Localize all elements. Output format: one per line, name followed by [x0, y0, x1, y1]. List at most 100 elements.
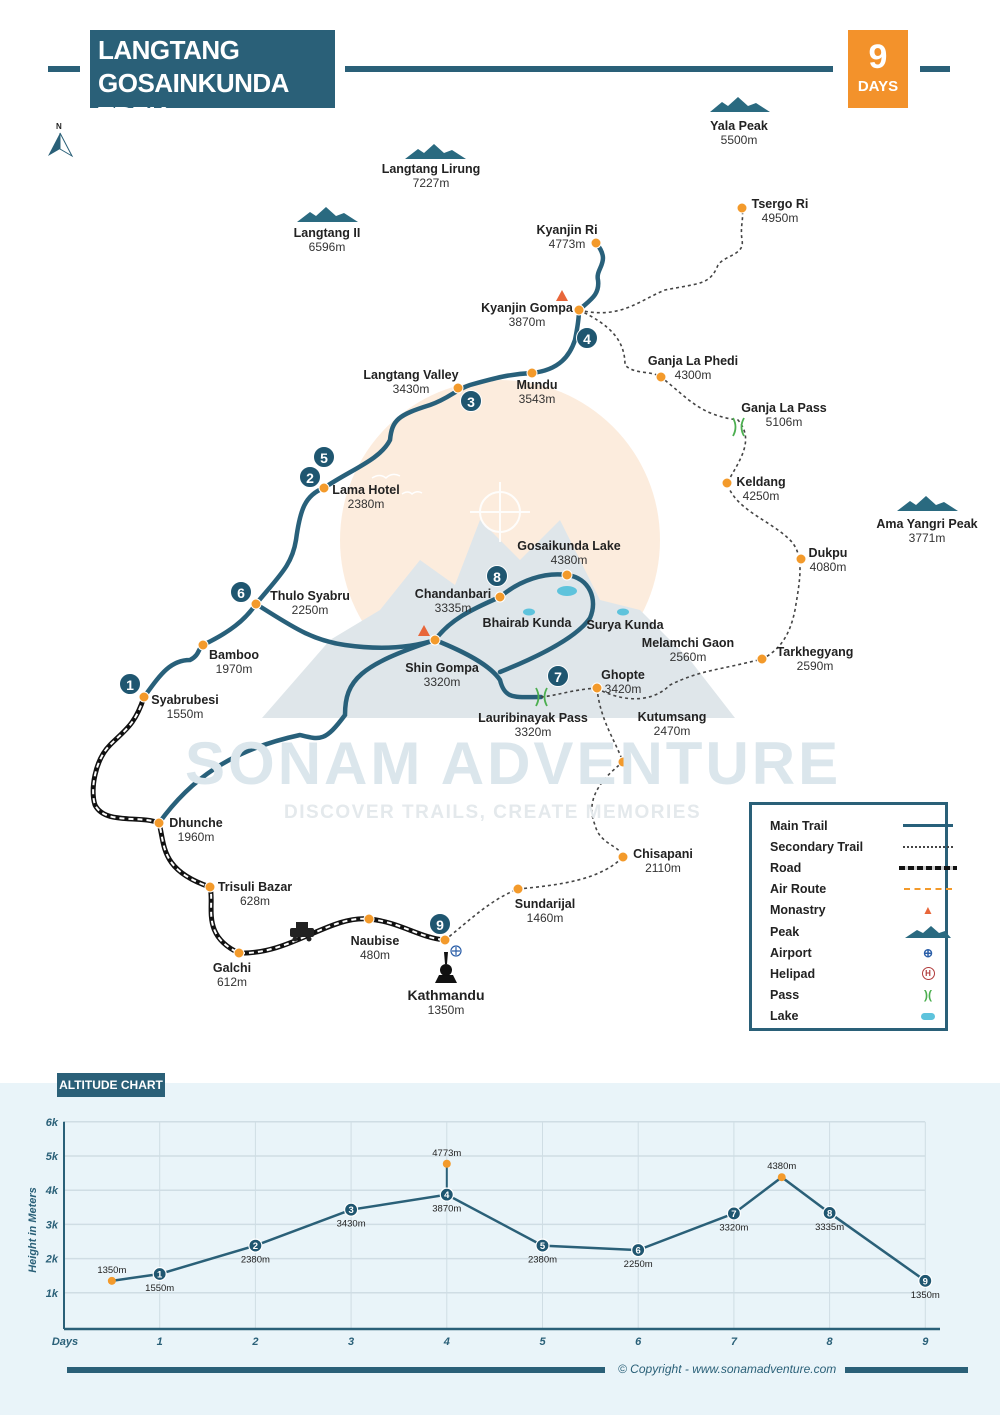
footer-rule-left — [67, 1367, 605, 1373]
peak-icon — [898, 925, 958, 939]
day-marker-label: 6 — [636, 1246, 641, 1257]
title-line-1: LANGTANG — [98, 35, 240, 65]
chart-title: ALTITUDE CHART — [57, 1073, 165, 1097]
day-badge: 3 — [460, 390, 482, 412]
page-title: LANGTANG GOSAINKUNDA TREK — [90, 30, 335, 131]
day-marker — [918, 1273, 933, 1288]
legend-road: Road — [770, 857, 957, 878]
data-label: 1350m — [911, 1290, 940, 1301]
day-marker-label: 4 — [444, 1190, 450, 1201]
day-marker-label: 5 — [540, 1241, 546, 1252]
north-label: N — [56, 122, 62, 131]
legend-monastery: Monastry▲ — [770, 900, 945, 921]
day-badge: 4 — [576, 327, 598, 349]
stupa-icon — [435, 952, 457, 983]
monastery-icon: ▲ — [922, 903, 934, 918]
days-number: 9 — [868, 38, 888, 76]
x-tick-label: 7 — [731, 1336, 738, 1348]
air-route-swatch — [904, 888, 952, 891]
x-tick-label: 3 — [348, 1336, 354, 1348]
header-rule-middle — [345, 66, 833, 72]
y-tick-label: 2k — [45, 1254, 59, 1266]
bird-icons — [371, 473, 423, 496]
mountain-silhouette — [262, 520, 735, 718]
day-marker-label: 1 — [157, 1269, 163, 1280]
legend-secondary-trail: Secondary Trail — [770, 836, 953, 857]
side-trip-point — [442, 1159, 451, 1168]
x-axis-label: Days — [52, 1336, 78, 1348]
legend-air-route: Air Route — [770, 879, 952, 900]
lake-label: Surya Kunda — [586, 618, 664, 632]
y-tick-label: 5k — [46, 1151, 59, 1163]
data-label: 3430m — [337, 1219, 366, 1230]
x-tick-label: 8 — [827, 1336, 834, 1348]
place-dots — [138, 202, 807, 959]
day-marker — [344, 1202, 359, 1217]
altitude-line — [111, 1175, 927, 1283]
watermark-tagline: DISCOVER TRAILS, CREATE MEMORIES — [284, 802, 702, 823]
data-label: 2380m — [528, 1255, 557, 1266]
data-label: 1550m — [145, 1283, 174, 1294]
day-marker-label: 3 — [348, 1205, 353, 1216]
pass-icons — [535, 417, 745, 707]
data-label: 3320m — [719, 1222, 748, 1233]
road-dashes — [92, 696, 446, 955]
day-marker — [439, 1187, 454, 1202]
helipad-icon: H — [898, 967, 958, 981]
day-marker — [152, 1266, 167, 1282]
watermark-brand: SONAM ADVENTURE — [185, 730, 842, 797]
x-tick-label: 9 — [922, 1336, 929, 1348]
day-marker — [248, 1238, 263, 1253]
y-axis-label: Height in Meters — [27, 1187, 39, 1273]
monastery-icons — [418, 290, 568, 636]
map-legend: Main Trail Secondary Trail Road Air Rout… — [749, 802, 957, 1031]
day-marker-label: 7 — [731, 1209, 736, 1220]
x-tick-label: 6 — [635, 1336, 642, 1348]
x-tick-label: 4 — [443, 1336, 450, 1348]
legend-peak: Peak — [770, 921, 951, 942]
data-label: 4380m — [767, 1161, 796, 1172]
compass-icon — [470, 482, 530, 542]
day-badge: 6 — [230, 581, 252, 603]
data-label: 4773m — [432, 1148, 461, 1159]
y-tick-label: 4k — [45, 1185, 59, 1197]
legend-lake: Lake — [770, 1006, 945, 1027]
days-label: DAYS — [857, 78, 899, 95]
lake-label: Bhairab Kunda — [482, 616, 572, 630]
day-badge: 5 — [313, 446, 335, 468]
data-label: 3335m — [815, 1222, 844, 1233]
data-label: 1350m — [97, 1265, 126, 1276]
secondary-trail-swatch — [903, 845, 953, 848]
y-tick-label: 6k — [46, 1117, 59, 1129]
copyright: © Copyright - www.sonamadventure.com — [618, 1362, 837, 1376]
data-label: 2250m — [624, 1259, 653, 1270]
x-tick-label: 2 — [251, 1336, 258, 1348]
day-badge: 2 — [299, 466, 321, 488]
day-badge: 9 — [429, 913, 451, 935]
day-marker — [726, 1206, 742, 1221]
main-trail-swatch — [903, 824, 953, 828]
day-marker-label: 8 — [827, 1208, 832, 1219]
